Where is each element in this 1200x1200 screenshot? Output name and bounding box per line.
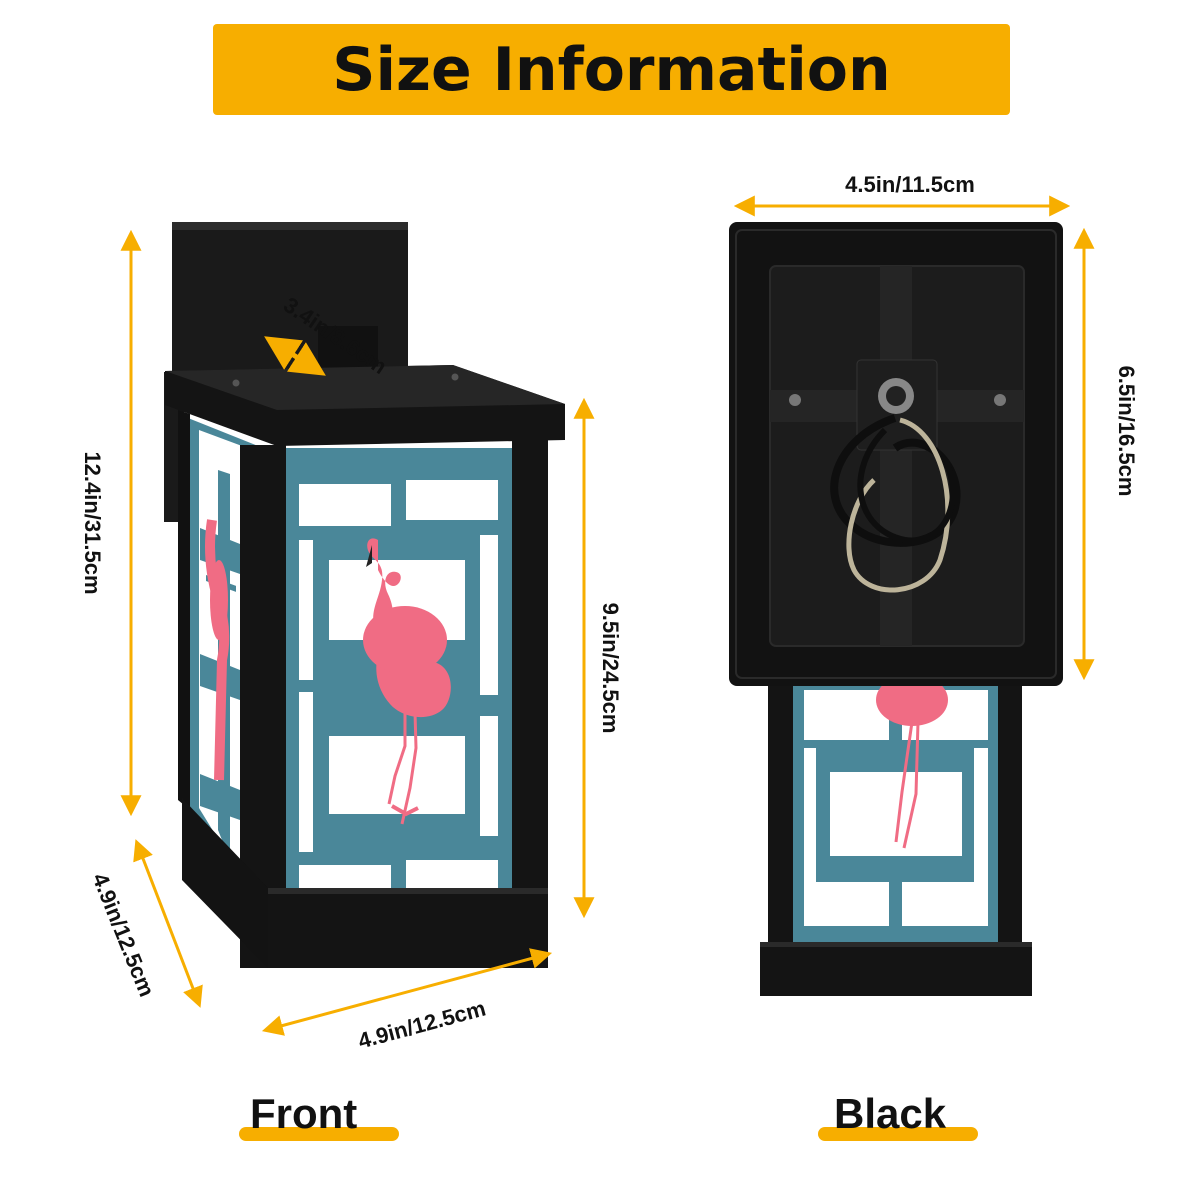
- caption-back: Black: [834, 1090, 947, 1137]
- lantern-back-view: [729, 222, 1063, 996]
- flamingo-icon: [363, 538, 451, 825]
- dim-back-plate-width: 4.5in/11.5cm: [845, 172, 975, 197]
- caption-underline-back: [818, 1127, 978, 1141]
- dim-back-plate-height: 6.5in/16.5cm: [1114, 365, 1139, 497]
- dim-glass-height: 9.5in/24.5cm: [598, 602, 623, 734]
- title-banner: Size Information: [213, 24, 1010, 115]
- double-arrow-icon: [264, 336, 326, 376]
- page-title: Size Information: [332, 34, 891, 105]
- caption-underline-front: [239, 1127, 399, 1141]
- caption-front: Front: [250, 1090, 358, 1137]
- dimension-arrows: [120, 195, 1095, 1036]
- double-arrow-icon: [261, 948, 553, 1036]
- front-panel: [286, 448, 512, 918]
- double-arrow-icon: [133, 839, 203, 1008]
- dim-total-height: 12.4in/31.5cm: [80, 451, 105, 595]
- lantern-front-view: [164, 222, 565, 968]
- base: [268, 888, 548, 968]
